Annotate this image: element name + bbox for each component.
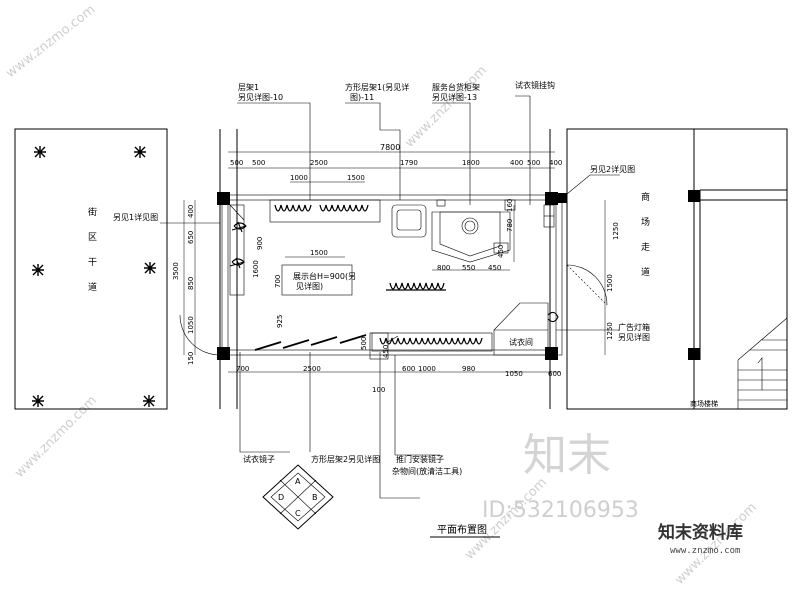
dim-value: 700: [236, 365, 249, 373]
label-ad-sign-sub: 另见详图: [618, 332, 650, 342]
dim-value: 1000: [290, 174, 308, 182]
dim-value: 1250: [606, 322, 614, 340]
label-rack-fang-sub: 图)-11: [350, 93, 374, 102]
leader-lines: [160, 95, 620, 499]
dim-value: 500: [252, 159, 265, 167]
dim-value: 800: [437, 264, 450, 272]
street-right-char: 道: [641, 266, 650, 278]
mall-stair-label: 商场楼梯: [690, 399, 718, 408]
street-right-char: 商: [641, 191, 650, 203]
dim-value: 3500: [172, 262, 180, 280]
plan-title: 平面布置图: [430, 524, 500, 538]
plan-title-text: 平面布置图: [437, 524, 487, 536]
watermark-brand: 知末: [523, 430, 611, 481]
street-right-char: 场: [641, 217, 650, 228]
dim-value: 400: [187, 205, 195, 218]
label-rack-fang: 方形层架1(另见详: [345, 82, 409, 92]
compass-letter: C: [295, 509, 301, 518]
callouts: 层架1 另见详图-10 方形层架1(另见详 图)-11 服务台货柜架 另见详图-…: [113, 80, 650, 476]
dim-value: 1800: [462, 159, 480, 167]
plant-icon: [32, 146, 156, 407]
label-counter: 服务台货柜架: [432, 82, 480, 92]
street-left-char: 区: [88, 232, 97, 243]
watermark-site: www.znzmo.com: [3, 2, 98, 81]
dim-value: 2500: [310, 159, 328, 167]
dim-value: 1050: [505, 370, 523, 378]
shop-walls: [217, 129, 568, 409]
dim-value: 7800: [380, 143, 400, 152]
label-mirror-sign: 试衣镜挂钩: [515, 80, 555, 90]
dim-value: 980: [462, 365, 475, 373]
dim-value: 550: [462, 264, 475, 272]
dim-value: 100: [372, 386, 385, 394]
street-right-char: 走: [641, 242, 650, 253]
left-street-zone: 街 区 干 道: [14, 128, 168, 410]
watermark-site: www.znzmo.com: [402, 63, 490, 151]
dim-value: 600: [548, 370, 561, 378]
dim-value: 500: [360, 337, 368, 350]
dim-value: 700: [274, 275, 282, 288]
compass-index-symbol: A B C D: [262, 464, 334, 530]
dim-value: 780: [506, 219, 514, 232]
label-ad-sign: 广告灯箱: [618, 322, 650, 332]
dim-value: 500: [527, 159, 540, 167]
right-corridor-zone: 商 场 走 道 商场楼梯: [566, 128, 788, 410]
dim-value: 925: [276, 315, 284, 328]
dim-value: 1600: [252, 260, 260, 278]
dim-value: 450: [497, 245, 505, 258]
label-rack1-sub: 另见详图-10: [238, 92, 283, 102]
dim-value: 150: [187, 352, 195, 365]
dim-value: 500: [230, 159, 243, 167]
label-rack2: 方形层架2另见详图: [311, 454, 380, 464]
dim-value: 1000: [418, 365, 436, 373]
dim-value: 450: [488, 264, 501, 272]
watermark-site: www.znzmo.com: [12, 393, 100, 481]
dim-value: 1050: [187, 316, 195, 334]
brand-logo-text: 知末资料库: [657, 522, 743, 543]
street-left-char: 道: [88, 281, 97, 293]
dim-value: 650: [187, 231, 195, 244]
dim-value: 160: [506, 199, 514, 212]
dim-value: 900: [256, 237, 264, 250]
dim-value: 400: [510, 159, 523, 167]
label-mirror-low: 试衣镜子: [243, 454, 275, 464]
dim-value: 1500: [310, 249, 328, 257]
dim-value: 1500: [347, 174, 365, 182]
compass-letter: B: [312, 493, 318, 502]
label-display-sub: 见详图): [296, 281, 323, 291]
label-detail2: 另见2详见图: [590, 164, 635, 174]
dimension-values: 7800 500 500 2500 1790 1800 400 500 400 …: [172, 143, 620, 394]
label-counter-sub: 另见详图-13: [432, 92, 477, 102]
label-display: 展示台H=900(另: [293, 271, 356, 281]
street-left-char: 干: [88, 257, 97, 268]
dim-value: 400: [549, 159, 562, 167]
dim-value: 2500: [303, 365, 321, 373]
label-door-mirror: 推门安装镜子: [396, 454, 444, 464]
brand-logo: 知末资料库 www.znzmo.com: [657, 522, 743, 556]
dim-value: 850: [187, 277, 195, 290]
dim-value: 1790: [400, 159, 418, 167]
stair-symbol: [737, 317, 788, 409]
compass-letter: A: [295, 477, 301, 486]
watermark-id: ID:532106953: [482, 498, 639, 523]
label-detail1: 另见1详见图: [113, 212, 158, 222]
dim-value: 450: [382, 345, 390, 358]
brand-logo-url: www.znzmo.com: [670, 546, 740, 556]
label-fitting: 试衣间: [509, 337, 533, 347]
dim-value: 1500: [606, 274, 614, 292]
street-left-char: 街: [88, 206, 97, 218]
label-rack1: 层架1: [238, 83, 259, 92]
dimension-lines: [183, 151, 606, 373]
label-storage: 杂物间(放清洁工具): [392, 466, 462, 476]
compass-letter: D: [278, 493, 284, 502]
dim-value: 600: [402, 365, 415, 373]
dim-value: 1250: [612, 222, 620, 240]
furniture: [179, 199, 608, 360]
watermark-site: www.znzmo.com: [672, 500, 760, 588]
